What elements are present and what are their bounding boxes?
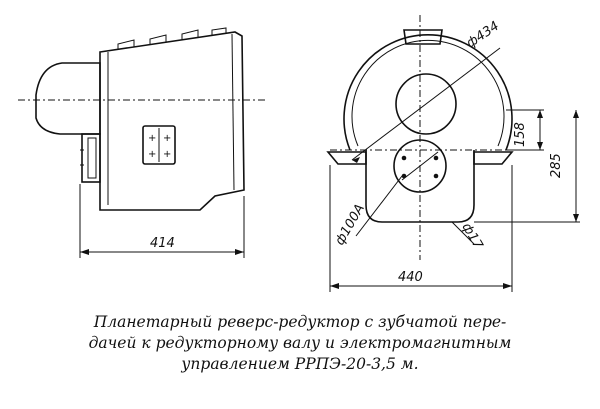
svg-text:+: + — [148, 133, 156, 144]
dim-total-height: 285 — [549, 153, 564, 178]
caption-line-2: дачей к редукторному валу и электромагни… — [88, 334, 512, 352]
front-view: ф434 158 285 ф100А ф17 440 — [326, 15, 580, 292]
dim-hole-diameter: ф17 — [459, 221, 486, 253]
figure-caption: Планетарный реверс-редуктор с зубчатой п… — [20, 312, 580, 375]
dim-side-length: 414 — [150, 236, 175, 251]
svg-text:+: + — [163, 133, 171, 144]
dim-front-width: 440 — [398, 270, 423, 285]
dim-height-axis: 158 — [513, 122, 528, 147]
caption-line-1: Планетарный реверс-редуктор с зубчатой п… — [93, 313, 507, 331]
caption-line-3: управлением РРПЭ-20-3,5 м. — [181, 355, 419, 373]
technical-drawing: + + + + 414 ф43 — [18, 15, 580, 292]
svg-text:+: + — [163, 149, 171, 160]
dim-outer-diameter: ф434 — [464, 19, 502, 52]
svg-text:+: + — [148, 149, 156, 160]
side-view: + + + + 414 — [18, 27, 268, 258]
dim-bore-diameter: ф100А — [332, 202, 367, 248]
